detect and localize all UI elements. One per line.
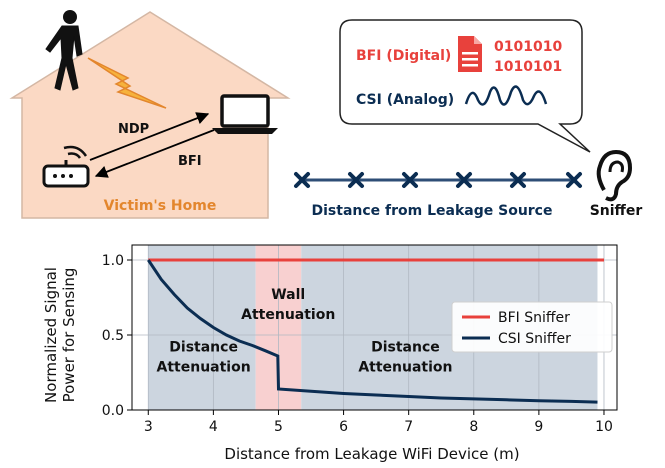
analog-wave-icon	[464, 85, 548, 106]
series-csi-sniffer	[147, 259, 598, 404]
bfi-arrow	[94, 129, 215, 178]
x-tick-label: 8	[469, 419, 478, 435]
ear-icon	[596, 149, 633, 202]
distance-axis: Distance from Leakage Source	[294, 172, 582, 219]
y-axis-label-line-2: Power for Sensing	[60, 268, 78, 403]
bits-line-1: 0101010	[494, 39, 562, 55]
bfi-label: BFI	[178, 154, 202, 169]
series-lines	[147, 258, 604, 404]
annotation-line-1: Wall	[271, 287, 305, 303]
lightning-icon	[87, 57, 167, 109]
y-tick-label: 0.0	[102, 403, 124, 419]
legend-item-csi-sniffer: CSI Sniffer	[462, 331, 571, 347]
distance-marker-6	[566, 172, 582, 188]
ndp-arrow	[89, 112, 210, 161]
document-icon	[458, 36, 482, 72]
plot-frame	[131, 244, 618, 411]
x-tick-label: 3	[144, 419, 153, 435]
legend-label: CSI Sniffer	[498, 331, 571, 347]
distance-marker-4	[456, 172, 472, 188]
x-tick-label: 5	[274, 419, 283, 435]
distance-label: Distance from Leakage Source	[312, 203, 553, 219]
distance-marker-2	[348, 172, 364, 188]
distance-marker-5	[510, 172, 526, 188]
person-icon	[45, 10, 83, 91]
diagram-panel: Victim's Home NDP BFI	[9, 10, 643, 219]
laptop-icon	[212, 94, 278, 134]
home-label: Victim's Home	[104, 198, 217, 214]
y-ticks: 0.0 0.5 1.0	[102, 253, 132, 419]
signal-power-chart: DistanceAttenuationWallAttenuationDistan…	[42, 244, 618, 463]
region-annotations: DistanceAttenuationWallAttenuationDistan…	[157, 287, 453, 376]
x-tick-label: 7	[404, 419, 413, 435]
distance-marker-1	[294, 172, 310, 188]
x-axis-label: Distance from Leakage WiFi Device (m)	[224, 445, 519, 463]
csi-analog-label: CSI (Analog)	[356, 92, 454, 108]
annotation-line-2: Attenuation	[358, 360, 452, 376]
legend-label: BFI Sniffer	[498, 310, 570, 326]
legend-box	[451, 301, 613, 353]
y-axis-label-line-1: Normalized Signal	[42, 267, 60, 403]
legend-item-bfi-sniffer: BFI Sniffer	[462, 310, 570, 326]
bfi-digital-label: BFI (Digital)	[356, 48, 451, 64]
y-tick-label: 0.5	[102, 328, 124, 344]
x-tick-label: 6	[339, 419, 348, 435]
annotation-line-2: Attenuation	[157, 360, 251, 376]
distance-marker-3	[402, 172, 418, 188]
x-tick-label: 10	[595, 419, 613, 435]
region-distance-1	[148, 245, 256, 410]
x-tick-label: 4	[209, 419, 218, 435]
y-tick-label: 1.0	[102, 253, 124, 269]
annotation-line-2: Attenuation	[241, 307, 335, 323]
leak-bubble: BFI (Digital) 0101010 1010101 CSI (Analo…	[339, 19, 591, 153]
distance-markers	[294, 172, 582, 188]
annotation-line-1: Distance	[371, 340, 440, 356]
bits-line-2: 1010101	[494, 59, 562, 75]
annotation-line-1: Distance	[169, 340, 238, 356]
y-axis-label: Normalized Signal Power for Sensing	[42, 267, 78, 403]
bubble-shape	[339, 19, 591, 153]
ndp-label: NDP	[118, 122, 149, 137]
x-ticks: 3 4 5 6 7 8 9 10	[144, 410, 613, 435]
x-tick-label: 9	[534, 419, 543, 435]
router-icon	[42, 145, 90, 188]
sniffer-label: Sniffer	[590, 203, 643, 219]
